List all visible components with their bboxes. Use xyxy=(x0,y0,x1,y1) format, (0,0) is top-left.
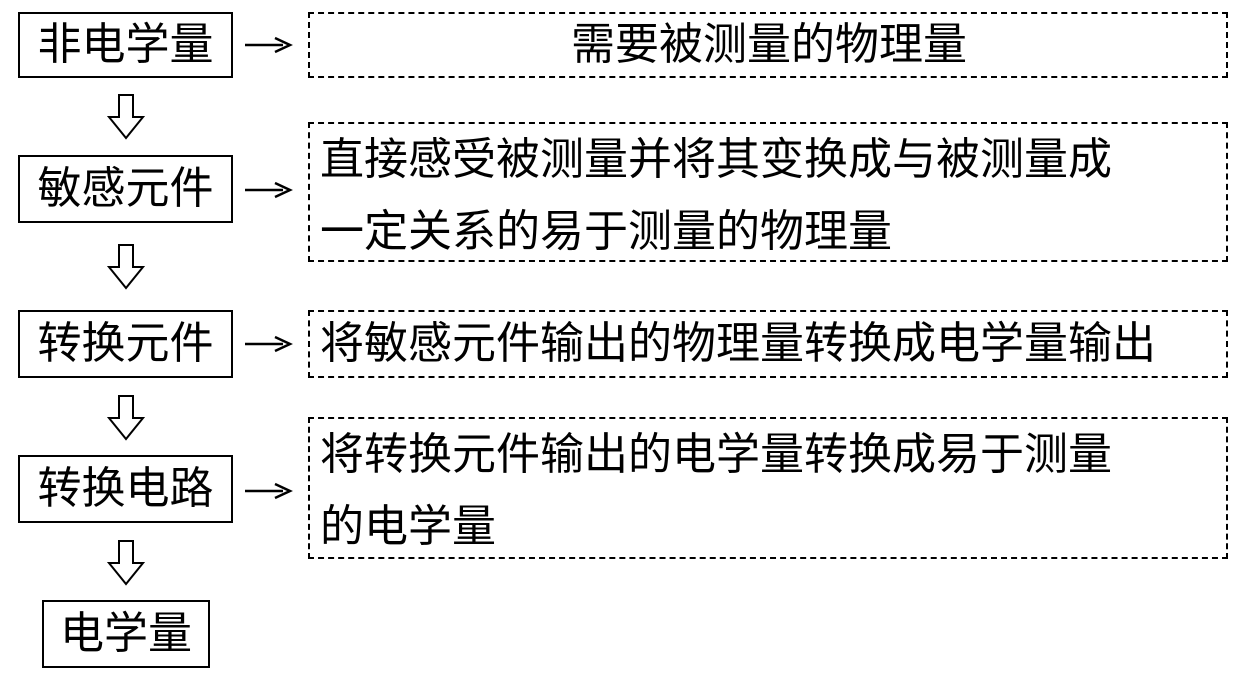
description-box-non-electric-quantity: 需要被测量的物理量 xyxy=(308,12,1228,78)
right-arrow-icon xyxy=(245,181,293,199)
description-line: 需要被测量的物理量 xyxy=(571,19,967,70)
stage-box-conversion-circuit: 转换电路 xyxy=(18,455,233,523)
right-arrow-icon xyxy=(245,335,293,353)
description-box-conversion-circuit: 将转换元件输出的电学量转换成易于测量 的电学量 xyxy=(308,417,1228,559)
right-arrow-icon xyxy=(245,36,293,54)
down-arrow-icon xyxy=(106,94,146,140)
stage-box-sensitive-element: 敏感元件 xyxy=(18,155,233,223)
stage-label: 转换电路 xyxy=(37,463,214,514)
description-line: 一定关系的易于测量的物理量 xyxy=(320,206,892,257)
stage-box-non-electric-quantity: 非电学量 xyxy=(18,12,233,78)
stage-label: 转换元件 xyxy=(37,318,214,369)
down-arrow-icon xyxy=(106,540,146,586)
stage-label: 敏感元件 xyxy=(37,163,214,214)
right-arrow-icon xyxy=(245,482,293,500)
stage-box-conversion-element: 转换元件 xyxy=(18,310,233,378)
description-line: 直接感受被测量并将其变换成与被测量成 xyxy=(320,134,1112,185)
description-line: 将转换元件输出的电学量转换成易于测量 xyxy=(320,429,1112,480)
description-box-conversion-element: 将敏感元件输出的物理量转换成电学量输出 xyxy=(308,310,1228,378)
down-arrow-icon xyxy=(106,395,146,441)
down-arrow-icon xyxy=(106,244,146,290)
stage-label: 非电学量 xyxy=(37,19,214,70)
description-line: 将敏感元件输出的物理量转换成电学量输出 xyxy=(320,318,1156,369)
description-box-sensitive-element: 直接感受被测量并将其变换成与被测量成 一定关系的易于测量的物理量 xyxy=(308,122,1228,262)
stage-label: 电学量 xyxy=(60,608,192,659)
stage-box-electric-quantity: 电学量 xyxy=(42,600,210,668)
description-line: 的电学量 xyxy=(320,501,496,552)
